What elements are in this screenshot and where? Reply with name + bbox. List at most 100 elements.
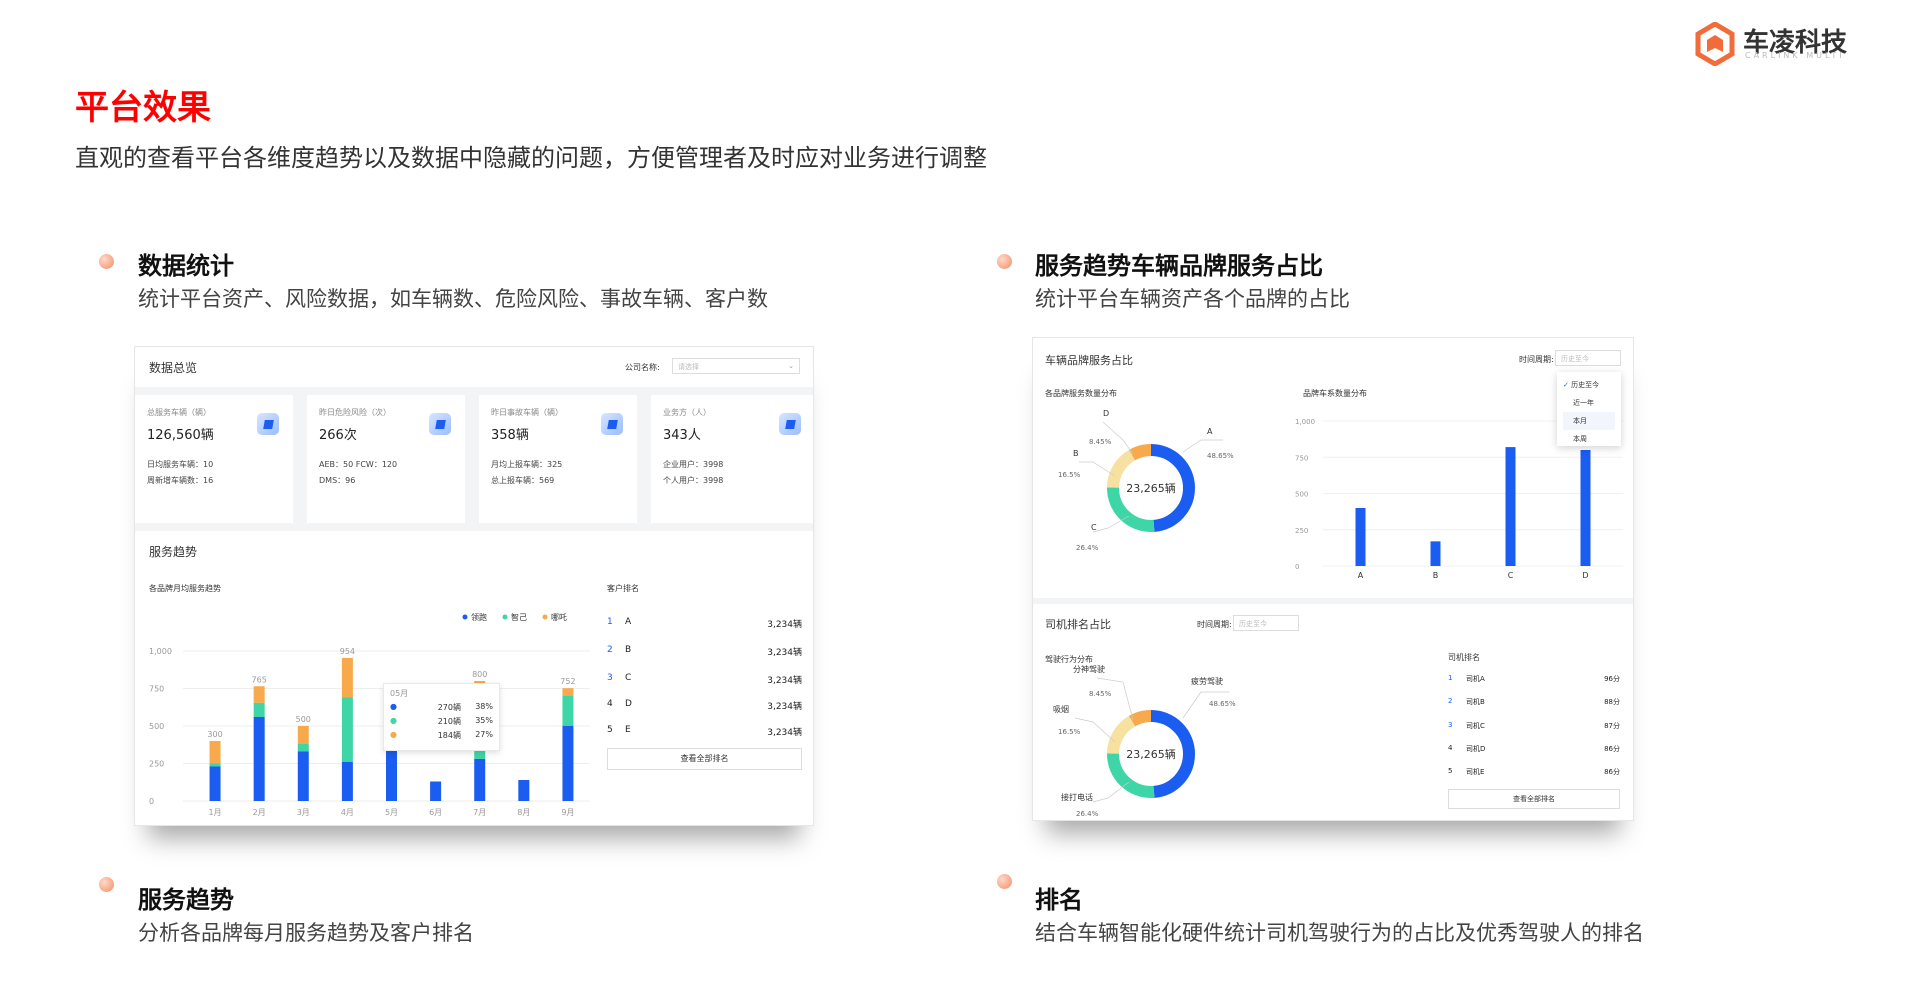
x-tick-label: D (1582, 571, 1588, 580)
donut-percent: 26.4% (1076, 544, 1099, 552)
x-tick-label: 2月 (253, 808, 266, 817)
view-all-driver-rank-button[interactable]: 查看全部排名 (1448, 789, 1620, 809)
x-tick-label: 7月 (473, 808, 486, 817)
bar-segment (386, 750, 397, 801)
x-tick-label: 9月 (561, 808, 574, 817)
section-title-brand: 服务趋势车辆品牌服务占比 (1035, 252, 1323, 280)
legend-label: 智己 (511, 612, 527, 622)
y-tick-label: 750 (1295, 454, 1308, 462)
donut-percent: 8.45% (1089, 690, 1112, 698)
donut-leader-line (1182, 439, 1223, 453)
bar-total-label: 800 (472, 670, 487, 679)
donut-label: C (1091, 523, 1097, 532)
section-desc-trend: 分析各品牌每月服务趋势及客户排名 (138, 921, 474, 945)
donut-leader-line (1182, 691, 1229, 719)
donut-leader-line (1096, 677, 1134, 721)
trend-title: 服务趋势 (149, 545, 198, 559)
brand-subtitle: CARLINK MULTI (1745, 50, 1845, 60)
bar (1355, 508, 1366, 566)
bar-segment (562, 688, 574, 696)
dropdown-option[interactable]: 本月 (1563, 412, 1615, 430)
x-tick-label: 5月 (385, 808, 398, 817)
driver-period-select[interactable]: 历史至今 (1233, 615, 1299, 631)
bar (1505, 447, 1516, 566)
bar-segment (209, 766, 221, 801)
y-tick-label: 0 (1295, 563, 1299, 571)
company-select[interactable]: 请选择⌄ (672, 358, 800, 374)
bar-title: 品牌车系数量分布 (1303, 389, 1367, 398)
bar-total-label: 500 (296, 715, 311, 724)
bullet-dot (99, 877, 114, 892)
bar-segment (341, 697, 353, 762)
y-tick-label: 500 (1295, 491, 1308, 499)
bar-segment (297, 751, 309, 801)
x-tick-label: 1月 (209, 808, 222, 817)
donut-leader-line (1074, 717, 1116, 743)
brand-panel: 车辆品牌服务占比 时间周期: 历史至今 ✓ 历史至今 近一年 本月 本周 各品牌… (1033, 338, 1633, 598)
rank-title: 客户排名 (607, 584, 639, 593)
bullet-dot (997, 874, 1012, 889)
donut-percent: 48.65% (1209, 700, 1236, 708)
donut-title: 各品牌服务数量分布 (1045, 389, 1117, 398)
donut-center-value: 23,265辆 (1126, 481, 1176, 495)
bar-total-label: 300 (207, 730, 222, 739)
company-logo: 车凌科技 CARLINK MULTI (1695, 22, 1847, 66)
donut-percent: 26.4% (1076, 810, 1099, 818)
x-tick-label: 6月 (429, 808, 442, 817)
bar-segment (209, 763, 221, 767)
section-desc-stats: 统计平台资产、风险数据，如车辆数、危险风险、事故车辆、客户数 (138, 287, 768, 311)
bullet-dot (997, 254, 1012, 269)
bar-segment (209, 741, 221, 764)
period-select[interactable]: 历史至今 (1555, 350, 1621, 366)
hexagon-logo-icon (1695, 22, 1735, 66)
period-dropdown: ✓ 历史至今 近一年 本月 本周 (1557, 372, 1621, 446)
dropdown-option[interactable]: 本周 (1573, 435, 1587, 443)
driver-panel-title: 司机排名占比 (1045, 618, 1111, 631)
donut-label: D (1103, 409, 1109, 418)
y-tick-label: 250 (1295, 527, 1308, 535)
donut-label: 接打电话 (1061, 792, 1093, 802)
overview-header: 数据总览 公司名称: 请选择⌄ (135, 347, 813, 387)
user-icon (779, 413, 801, 435)
y-tick-label: 1,000 (149, 647, 172, 656)
warning-icon (429, 413, 451, 435)
bar-segment (562, 726, 574, 801)
donut-label: 分神驾驶 (1073, 664, 1105, 674)
view-all-rank-button[interactable]: 查看全部排名 (607, 748, 802, 770)
brand-name: 车凌科技 (1743, 27, 1848, 58)
donut-label: 疲劳驾驶 (1191, 676, 1223, 686)
driver-period-label: 时间周期: (1197, 620, 1232, 629)
legend-marker (462, 614, 468, 620)
section-title-rank: 排名 (1035, 886, 1083, 914)
driver-donut-title: 驾驶行为分布 (1045, 655, 1093, 664)
y-tick-label: 500 (149, 722, 164, 731)
dropdown-option[interactable]: 近一年 (1573, 399, 1594, 407)
x-tick-label: B (1433, 571, 1439, 580)
donut-segment (1107, 444, 1195, 532)
bar-segment (253, 717, 265, 801)
dropdown-option[interactable]: ✓ 历史至今 (1563, 381, 1600, 389)
page-subtitle: 直观的查看平台各维度趋势以及数据中隐藏的问题，方便管理者及时应对业务进行调整 (75, 144, 987, 172)
y-tick-label: 250 (149, 760, 164, 769)
y-tick-label: 0 (149, 797, 154, 806)
bar-segment (474, 759, 486, 801)
donut-leader-line (1092, 781, 1130, 803)
y-tick-label: 750 (149, 685, 164, 694)
donut-percent: 8.45% (1089, 438, 1112, 446)
